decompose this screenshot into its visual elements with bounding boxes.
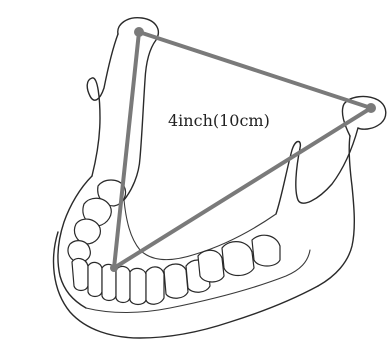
tooth xyxy=(146,267,164,304)
right-body-outline xyxy=(318,136,354,286)
triangle-edge-incisal-to-condyle xyxy=(114,32,139,268)
tooth xyxy=(72,259,88,291)
tooth xyxy=(130,268,146,304)
teeth xyxy=(68,180,280,305)
triangle-edge-condyle-to-condyle xyxy=(139,32,371,108)
tooth xyxy=(198,250,224,282)
left-coronoid-outline xyxy=(87,34,118,176)
left-condyle-point xyxy=(134,27,144,37)
tooth xyxy=(88,262,102,296)
right-condyle-point xyxy=(366,103,376,113)
incisal-point xyxy=(110,264,118,272)
distance-label: 4inch(10cm) xyxy=(168,111,270,130)
tooth xyxy=(222,242,254,276)
tooth xyxy=(116,266,130,302)
measurement-triangle xyxy=(110,27,376,272)
tooth xyxy=(164,264,188,298)
tooth xyxy=(252,235,280,266)
